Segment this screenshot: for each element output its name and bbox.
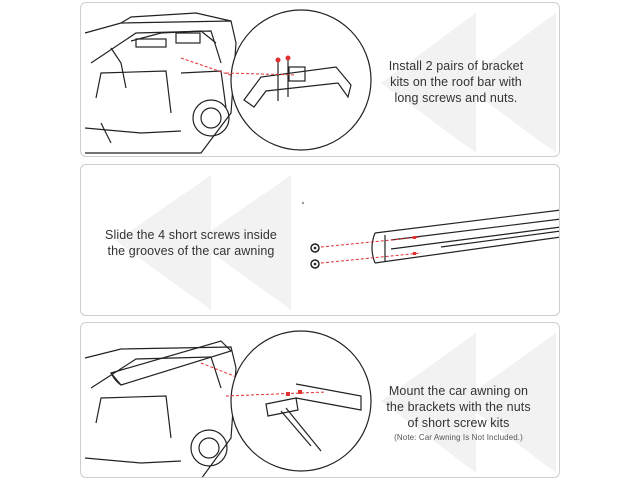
step-3-line-2: the brackets with the nuts <box>386 400 531 414</box>
step-3-line-1: Mount the car awning on <box>388 384 529 398</box>
rewind-arrows-watermark-icon <box>381 13 556 153</box>
step-3-panel: Mount the car awning on the brackets wit… <box>80 322 560 478</box>
awning-bar-illustration <box>301 201 559 269</box>
step-1-line-2: kits on the roof bar with <box>390 75 522 89</box>
step-3-line-3: of short screw kits <box>407 416 510 430</box>
step-1-line-1: Install 2 pairs of bracket <box>388 59 524 73</box>
step-1-caption: Install 2 pairs of bracket kits on the r… <box>371 58 541 106</box>
step-2-caption: Slide the 4 short screws inside the groo… <box>91 227 291 259</box>
step-2-line-2: the grooves of the car awning <box>107 244 275 258</box>
step-1-line-3: long screws and nuts. <box>394 91 518 105</box>
awning-bracket-detail-circle <box>226 330 372 472</box>
step-2-line-1: Slide the 4 short screws inside <box>105 228 277 242</box>
step-1-panel: Install 2 pairs of bracket kits on the r… <box>80 2 560 157</box>
car-roof-bracket-illustration <box>84 12 240 154</box>
step-2-panel: Slide the 4 short screws inside the groo… <box>80 164 560 316</box>
car-awning-mounted-illustration <box>84 340 240 477</box>
rewind-arrows-watermark-icon <box>381 333 556 473</box>
step-3-note: (Note: Car Awning Is Not Included.) <box>394 433 523 442</box>
bracket-detail-circle <box>226 9 372 151</box>
step-3-caption: Mount the car awning on the brackets wit… <box>366 383 551 445</box>
rewind-arrows-watermark-icon <box>116 175 291 310</box>
